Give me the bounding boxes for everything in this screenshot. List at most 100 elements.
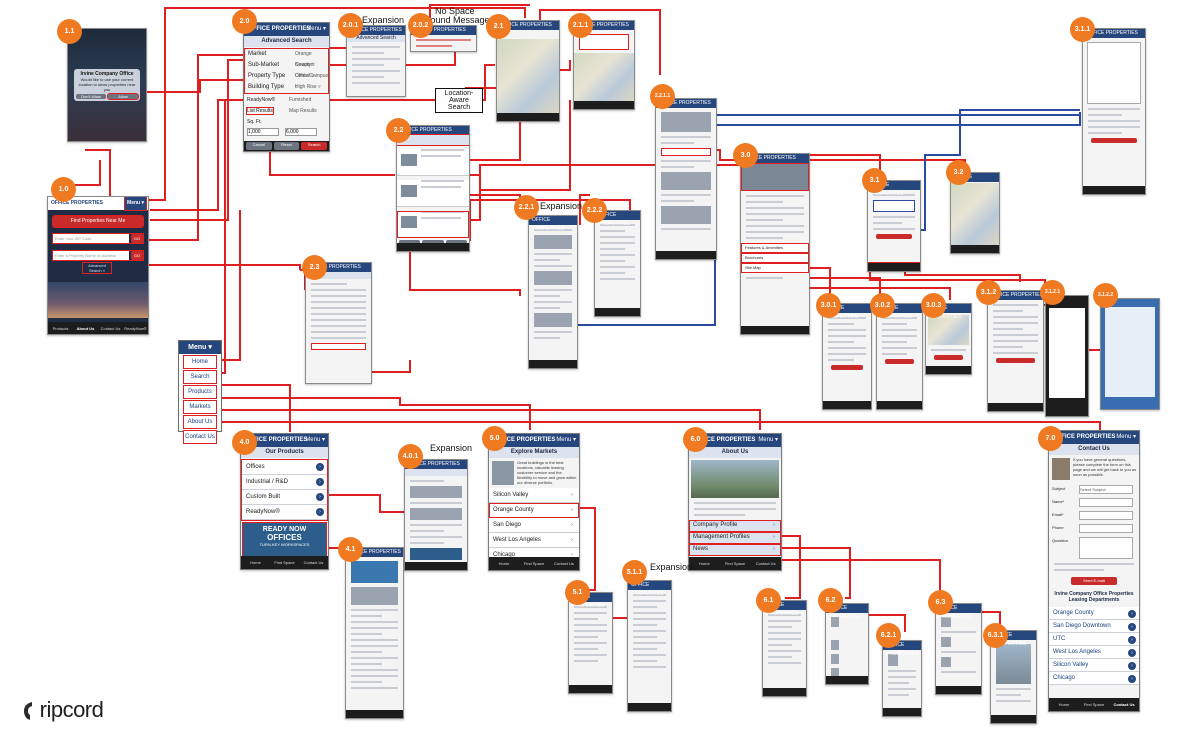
chevron-right-icon: › bbox=[1128, 623, 1136, 631]
markets-photo bbox=[492, 461, 514, 485]
name-input[interactable] bbox=[1079, 498, 1133, 507]
tab-home[interactable]: Home bbox=[241, 556, 270, 569]
readynow-checkbox[interactable]: ReadyNow® bbox=[247, 97, 275, 103]
cancel-button[interactable]: Cancel bbox=[246, 142, 272, 150]
find-near-me-button[interactable]: Find Properties Near Me bbox=[53, 216, 143, 227]
tab-contact[interactable]: Contact Us bbox=[299, 556, 328, 569]
market-label: West Los Angeles bbox=[493, 537, 541, 543]
search-button[interactable]: Search bbox=[301, 142, 327, 150]
screen-badge: 2.3 bbox=[302, 255, 327, 280]
product-custom-built[interactable]: Custom Built› bbox=[242, 490, 327, 505]
zip-input[interactable]: Enter Your ZIP Code bbox=[53, 234, 129, 243]
menu-button[interactable]: Menu ▾ bbox=[1116, 431, 1136, 444]
send-email-button[interactable]: Send E-mail bbox=[1071, 577, 1117, 585]
market-san-diego[interactable]: San Diego› bbox=[489, 518, 579, 533]
tab-home[interactable]: Home bbox=[489, 557, 519, 570]
screen-4-1-readynow: OFFICE PROPERTIES bbox=[345, 547, 404, 719]
market-orange-county[interactable]: Orange County› bbox=[489, 503, 579, 518]
tab-contact[interactable]: Contact Us bbox=[549, 557, 579, 570]
screen-badge: 3.1.2 bbox=[976, 280, 1001, 305]
product-industrial-label: Industrial / R&D bbox=[246, 479, 288, 485]
market-silicon-valley[interactable]: Silicon Valley› bbox=[489, 488, 579, 503]
allow-button[interactable]: Allow bbox=[108, 94, 138, 99]
market-west-la[interactable]: West Los Angeles› bbox=[489, 533, 579, 548]
dept-west-la[interactable]: West Los Angeles› bbox=[1049, 646, 1139, 659]
product-offices-label: Offices bbox=[246, 464, 265, 470]
tab-products[interactable]: Products bbox=[48, 322, 73, 334]
chevron-right-icon: › bbox=[316, 478, 324, 486]
phone-input[interactable] bbox=[1079, 524, 1133, 533]
sqft-max[interactable]: 6,000 bbox=[285, 128, 317, 136]
dont-allow-button[interactable]: Don't Allow bbox=[76, 94, 106, 99]
reset-button[interactable]: Reset bbox=[274, 142, 300, 150]
tab-home[interactable]: Home bbox=[1049, 698, 1079, 711]
screen-2-0-advanced-search: OFFICE PROPERTIESMenu ▾ Advanced Search … bbox=[243, 22, 330, 152]
product-industrial[interactable]: Industrial / R&D › bbox=[242, 475, 327, 490]
screen-badge: 6.1 bbox=[756, 588, 781, 613]
list-results-radio[interactable]: List Results bbox=[247, 108, 273, 114]
dept-orange-county[interactable]: Orange County› bbox=[1049, 607, 1139, 620]
home-tab-bar: Products About Us Contact Us ReadyNow® bbox=[48, 322, 148, 334]
dept-utc[interactable]: UTC› bbox=[1049, 633, 1139, 646]
tab-contact[interactable]: Contact Us bbox=[1109, 698, 1139, 711]
question-textarea[interactable] bbox=[1079, 537, 1133, 559]
email-input[interactable] bbox=[1079, 511, 1133, 520]
menu-button[interactable]: Menu ▾ bbox=[758, 434, 778, 447]
advanced-search-link[interactable]: Advanced Search » bbox=[83, 263, 111, 273]
property-name-input[interactable]: Enter a Property Name or Address bbox=[53, 251, 129, 260]
tab-find-space[interactable]: Find Space bbox=[720, 557, 751, 570]
menu-item-home[interactable]: Home bbox=[183, 355, 217, 369]
site-map-row[interactable]: Site Map bbox=[741, 263, 809, 273]
menu-button[interactable]: Menu ▾ bbox=[556, 434, 576, 447]
name-go-button[interactable]: GO bbox=[131, 251, 143, 260]
subject-select[interactable]: Select Subject bbox=[1079, 485, 1133, 494]
chevron-right-icon: › bbox=[568, 521, 576, 529]
menu-button[interactable]: Menu ▾ bbox=[306, 23, 326, 36]
menu-button[interactable]: Menu ▾ bbox=[305, 434, 325, 447]
zip-go-button[interactable]: GO bbox=[131, 234, 143, 243]
menu-item-products[interactable]: Products bbox=[183, 385, 217, 399]
menu-item-markets[interactable]: Markets bbox=[183, 400, 217, 414]
dept-label: San Diego Downtown bbox=[1053, 623, 1111, 629]
news-row[interactable]: News› bbox=[689, 544, 781, 556]
tab-find-space[interactable]: Find Space bbox=[519, 557, 549, 570]
screen-badge: 3.0.1 bbox=[816, 293, 841, 318]
screen-3-0-2-brochures: OFFICE PROPERTIES bbox=[876, 303, 923, 410]
chevron-right-icon: › bbox=[568, 506, 576, 514]
tab-about[interactable]: About Us bbox=[73, 322, 98, 334]
tab-readynow[interactable]: ReadyNow® bbox=[123, 322, 148, 334]
management-profiles-row[interactable]: Management Profiles› bbox=[689, 532, 781, 544]
features-amenities-row[interactable]: Features & Amenities bbox=[741, 243, 809, 253]
readynow-promo-banner[interactable]: READY NOW OFFICES TURN-KEY WORKSPACES bbox=[243, 523, 326, 557]
dept-silicon-valley[interactable]: Silicon Valley› bbox=[1049, 659, 1139, 672]
tab-home[interactable]: Home bbox=[689, 557, 720, 570]
screen-6-3-news: OFFICE PROPERTIES bbox=[935, 603, 982, 695]
company-profile-row[interactable]: Company Profile› bbox=[689, 520, 781, 532]
brochures-row[interactable]: Brochures bbox=[741, 253, 809, 263]
screen-3-1-1-suite-details: OFFICE PROPERTIES bbox=[1082, 28, 1146, 195]
tab-contact[interactable]: Contact Us bbox=[750, 557, 781, 570]
label-expansion-5-1-1: Expansion bbox=[650, 562, 692, 572]
screen-6-2-management: OFFICE PROPERTIES bbox=[825, 603, 869, 685]
menu-item-about[interactable]: About Us bbox=[183, 415, 217, 429]
menu-item-contact[interactable]: Contact Us bbox=[183, 430, 217, 444]
question-label: Question bbox=[1052, 538, 1068, 543]
dept-san-diego-downtown[interactable]: San Diego Downtown › bbox=[1049, 620, 1139, 633]
furnished-checkbox[interactable]: Furnished bbox=[289, 95, 311, 106]
screen-2-2-list-results: OFFICE PROPERTIES bbox=[396, 125, 470, 252]
dept-chicago[interactable]: Chicago› bbox=[1049, 672, 1139, 685]
tab-find-space[interactable]: Find Space bbox=[1079, 698, 1109, 711]
sqft-min[interactable]: 1,000 bbox=[247, 128, 279, 136]
tab-contact[interactable]: Contact Us bbox=[98, 322, 123, 334]
dept-label: Orange County bbox=[1053, 610, 1094, 616]
tab-find-space[interactable]: Find Space bbox=[270, 556, 299, 569]
product-offices[interactable]: Offices› bbox=[242, 460, 327, 475]
map-results-radio[interactable]: Map Results bbox=[289, 106, 317, 117]
menu-item-search[interactable]: Search bbox=[183, 370, 217, 384]
product-readynow[interactable]: ReadyNow®› bbox=[242, 505, 327, 520]
menu-button[interactable]: Menu ▾ bbox=[125, 197, 146, 210]
